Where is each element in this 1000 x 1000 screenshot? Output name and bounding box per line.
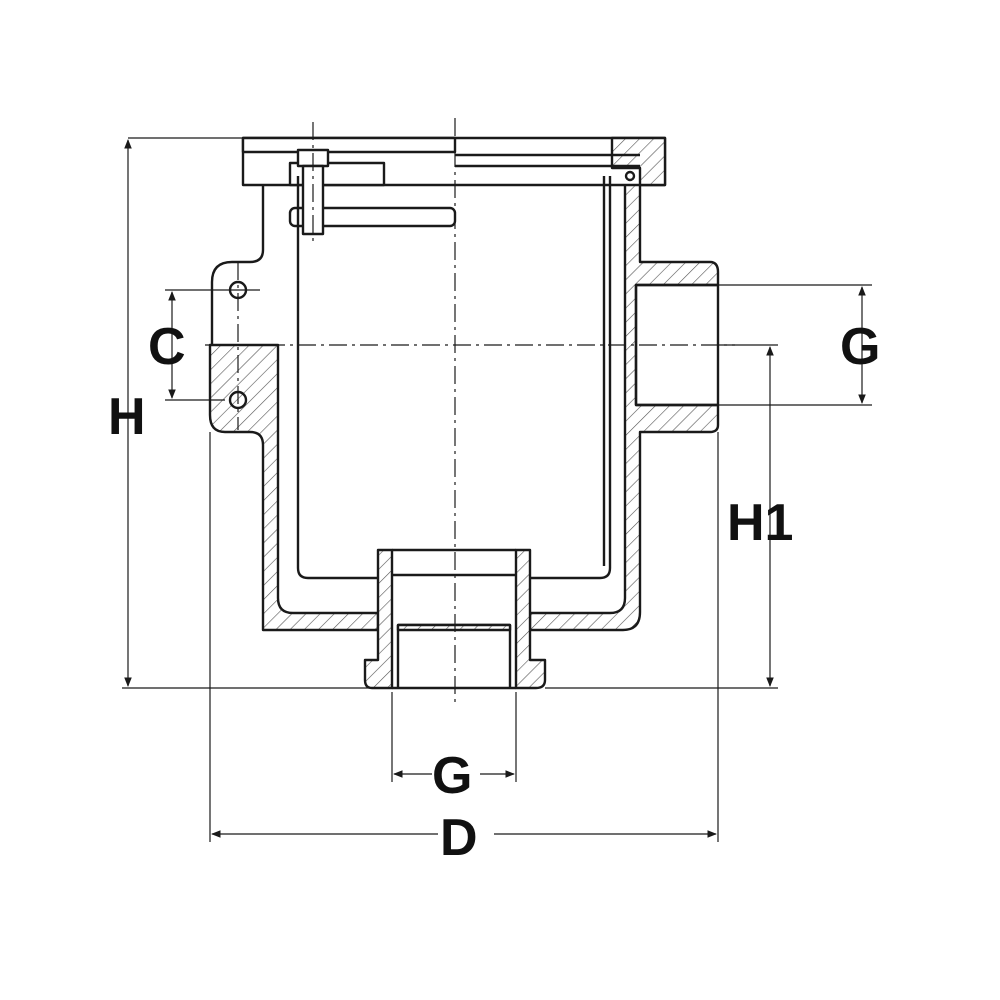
label-D: D — [440, 809, 478, 867]
left-wall-section — [208, 343, 380, 632]
bottom-fitting-outline — [392, 548, 516, 690]
lid-inner-lines — [455, 153, 640, 168]
label-C: C — [148, 318, 186, 376]
strainer-basket — [296, 176, 612, 580]
housing-body — [208, 136, 720, 690]
hatched-bore-thread — [396, 623, 512, 632]
bottom-fitting-section-right — [514, 548, 547, 690]
label-H: H — [108, 388, 146, 446]
lid-hatched-edge — [610, 136, 667, 187]
label-G-side: G — [840, 318, 880, 376]
label-H1: H1 — [727, 494, 793, 552]
left-upper-outline — [210, 185, 265, 345]
lid-top-step — [241, 136, 457, 154]
seal-ring — [624, 170, 636, 182]
label-G-bottom: G — [432, 747, 472, 805]
dimension-lines — [122, 137, 872, 842]
centerlines — [205, 118, 735, 702]
dimension-labels: H C G H1 G D — [108, 318, 880, 867]
